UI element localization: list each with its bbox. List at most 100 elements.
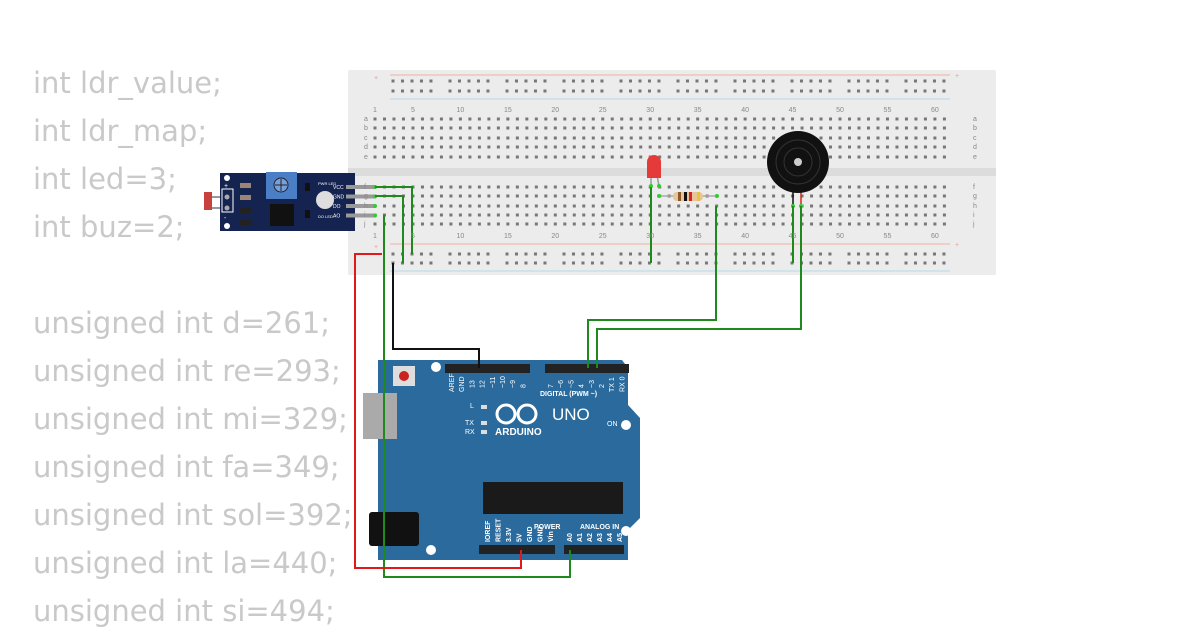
column-number: 15 xyxy=(504,233,512,240)
column-number: 10 xyxy=(457,233,465,240)
digital-pin-label: 4 xyxy=(579,384,586,388)
row-letter: e xyxy=(364,154,368,161)
column-number: 55 xyxy=(884,107,892,114)
do-led-label: DO LED xyxy=(318,214,333,219)
ldr-pin-label: GND xyxy=(333,195,345,201)
column-number: 20 xyxy=(551,107,559,114)
column-number: 10 xyxy=(457,107,465,114)
column-number: 50 xyxy=(836,107,844,114)
wire-gnd-rail-to-arduino xyxy=(392,263,480,368)
wire-5v-to-rail xyxy=(354,253,522,569)
ldr-header-pin[interactable] xyxy=(346,204,376,208)
arduino-logo-icon xyxy=(495,403,538,425)
row-letter: j xyxy=(363,221,366,228)
digital-pin-label: AREF xyxy=(449,373,456,392)
on-led-label: ON xyxy=(607,421,618,428)
digital-pin-label: ~10 xyxy=(500,376,507,388)
breadboard[interactable]: + + + + xyxy=(348,70,996,275)
row-letter: f xyxy=(973,184,975,191)
wire-ldr-ao-to-a0 xyxy=(383,215,571,578)
power-pin-label: Vin xyxy=(548,531,555,542)
breadboard-labels: 1155101015152020252530303535404045455050… xyxy=(363,107,977,240)
power-pin-label: 5V xyxy=(517,533,524,542)
row-letter: b xyxy=(364,125,368,132)
column-number: 35 xyxy=(694,107,702,114)
code-line: int ldr_value; xyxy=(33,66,222,100)
ldr-plus-label: + xyxy=(224,183,228,190)
usb-port xyxy=(363,393,397,439)
digital-pin-label: ~11 xyxy=(490,377,497,388)
row-letter: c xyxy=(364,135,368,142)
code-line: int led=3; xyxy=(33,162,177,196)
power-header[interactable] xyxy=(479,545,555,554)
column-number: 35 xyxy=(694,233,702,240)
column-number: 5 xyxy=(411,107,415,114)
digital-pin-label: 8 xyxy=(520,384,527,388)
rail-plus-label: + xyxy=(374,244,378,251)
tx-led-label: TX xyxy=(465,420,474,427)
digital-label: DIGITAL (PWM ~) xyxy=(540,391,597,398)
column-number: 1 xyxy=(373,107,377,114)
row-letter: f xyxy=(364,184,366,191)
power-pin-label: RESET xyxy=(496,518,503,542)
row-letter: a xyxy=(973,116,977,123)
column-number: 1 xyxy=(373,233,377,240)
ldr-header-pin[interactable] xyxy=(346,194,376,199)
row-letter: b xyxy=(973,125,977,132)
analog-pin-label: A4 xyxy=(607,533,614,542)
rail-plus-label: + xyxy=(374,75,378,82)
wires[interactable] xyxy=(354,186,802,578)
digital-pin-label: ~3 xyxy=(589,380,596,388)
red-led[interactable] xyxy=(647,155,661,188)
digital-pin-label: TX 1 xyxy=(609,377,616,392)
ldr-pin-label: AO xyxy=(333,214,340,220)
code-line: unsigned int si=494; xyxy=(33,594,335,628)
wire-resistor-to-pin3 xyxy=(587,206,717,368)
ldr-header-pin[interactable] xyxy=(346,185,376,189)
ldr-header-pin[interactable] xyxy=(346,213,376,218)
analog-header[interactable] xyxy=(564,545,624,554)
digital-pin-label: 2 xyxy=(599,384,606,388)
row-letter: d xyxy=(973,144,977,151)
column-number: 30 xyxy=(646,233,654,240)
row-letter: c xyxy=(973,135,977,142)
resistor[interactable] xyxy=(657,192,719,201)
arduino-model: UNO xyxy=(552,405,590,424)
row-letter: j xyxy=(972,221,975,228)
row-letter: d xyxy=(364,144,368,151)
module-led xyxy=(316,191,334,209)
column-number: 50 xyxy=(836,233,844,240)
atmega-chip xyxy=(483,482,623,514)
digital-header-right[interactable] xyxy=(545,364,629,373)
code-line: unsigned int re=293; xyxy=(33,354,341,388)
column-number: 55 xyxy=(884,233,892,240)
power-jack xyxy=(369,512,419,546)
digital-pin-label: 13 xyxy=(469,380,476,388)
column-number: 25 xyxy=(599,233,607,240)
column-number: 5 xyxy=(411,233,415,240)
column-number: 45 xyxy=(789,233,797,240)
row-letter: e xyxy=(973,154,977,161)
analog-label: ANALOG IN xyxy=(580,524,619,531)
power-pin-label: GND xyxy=(538,526,545,542)
digital-pin-label: ~6 xyxy=(558,380,565,388)
analog-pin-label: A2 xyxy=(587,533,594,542)
column-number: 15 xyxy=(504,107,512,114)
digital-pin-label: GND xyxy=(459,376,466,392)
digital-header-left[interactable] xyxy=(445,364,530,373)
code-line: unsigned int mi=329; xyxy=(33,402,348,436)
code-line: int buz=2; xyxy=(33,210,185,244)
analog-pin-label: A5 xyxy=(617,533,624,542)
column-number: 60 xyxy=(931,233,939,240)
rx-led-label: RX xyxy=(465,429,475,436)
code-line: unsigned int d=261; xyxy=(33,306,331,340)
power-pin-label: IOREF xyxy=(485,520,492,542)
code-line: int ldr_map; xyxy=(33,114,208,148)
comparator-chip xyxy=(270,204,294,226)
wire-ldr-vcc xyxy=(375,186,413,254)
code-line: unsigned int sol=392; xyxy=(33,498,353,532)
